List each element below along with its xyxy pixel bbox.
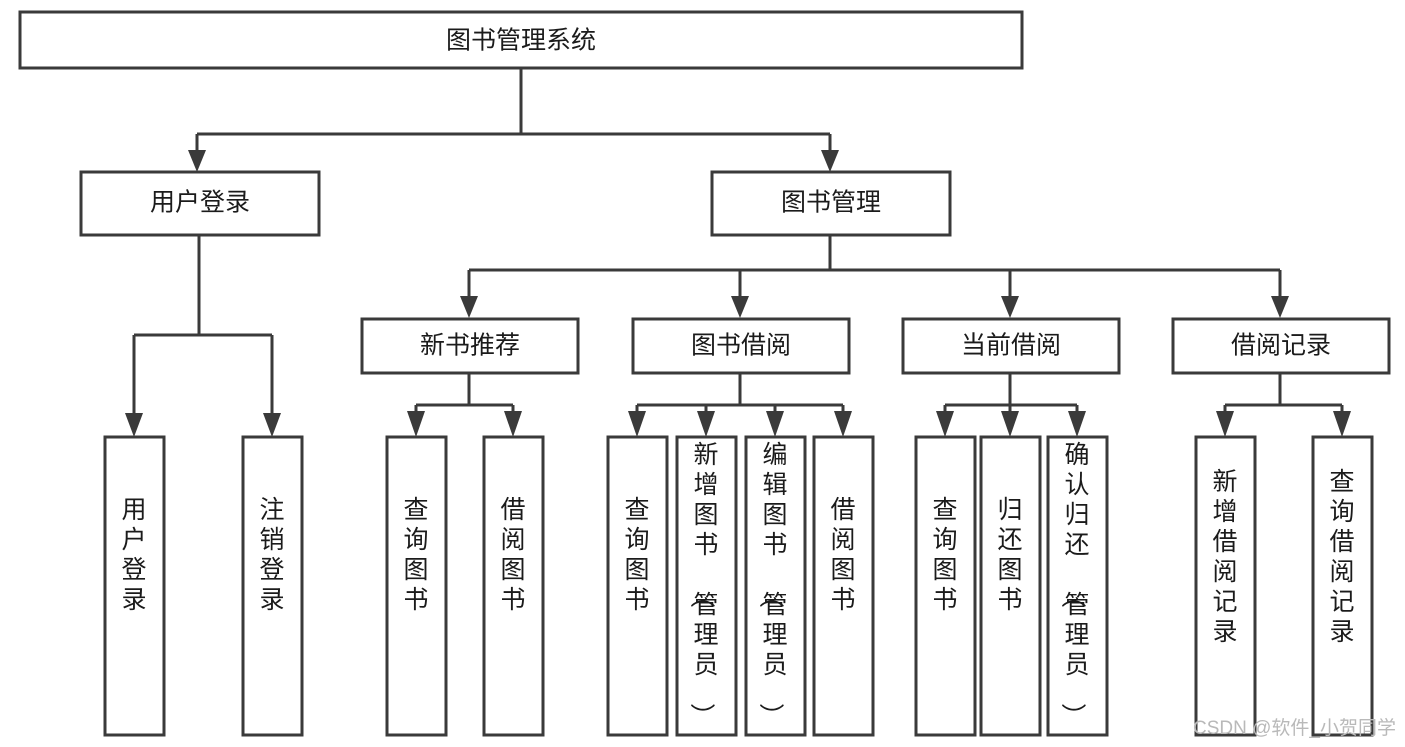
node-box-new-book-recommend[interactable] bbox=[360, 317, 580, 375]
node-leaf-borrow-book-2[interactable]: 借阅图书 bbox=[812, 435, 875, 737]
node-label-leaf-add-book: 新增图书（管理员） bbox=[687, 441, 718, 728]
node-box-leaf-add-borrow-record[interactable] bbox=[1194, 435, 1257, 737]
arrow-head-leaf-add-book bbox=[697, 411, 715, 437]
node-box-leaf-edit-book[interactable] bbox=[744, 435, 807, 737]
node-label-leaf-add-borrow-record: 新增借阅记录 bbox=[1212, 468, 1237, 646]
arrow-head-leaf-query-book-3 bbox=[936, 411, 954, 437]
node-leaf-query-book-3[interactable]: 查询图书 bbox=[914, 435, 977, 737]
node-box-book-borrow[interactable] bbox=[631, 317, 851, 375]
node-leaf-logout-login[interactable]: 注销登录 bbox=[241, 435, 304, 737]
node-label-leaf-user-login: 用户登录 bbox=[121, 496, 146, 614]
node-system-title[interactable]: 图书管理系统 bbox=[18, 10, 1024, 70]
node-box-system-title[interactable] bbox=[18, 10, 1024, 70]
node-label-leaf-borrow-book-1: 借阅图书 bbox=[500, 496, 525, 614]
node-box-leaf-borrow-book-2[interactable] bbox=[812, 435, 875, 737]
node-leaf-borrow-book-1[interactable]: 借阅图书 bbox=[482, 435, 545, 737]
node-leaf-confirm-return[interactable]: 确认归还（管理员） bbox=[1046, 435, 1109, 737]
node-box-leaf-add-book[interactable] bbox=[675, 435, 738, 737]
node-box-current-borrow[interactable] bbox=[901, 317, 1121, 375]
node-label-borrow-record: 借阅记录 bbox=[1231, 332, 1331, 360]
node-leaf-return-book[interactable]: 归还图书 bbox=[979, 435, 1042, 737]
node-box-book-management[interactable] bbox=[710, 170, 952, 237]
node-box-leaf-query-book-3[interactable] bbox=[914, 435, 977, 737]
node-label-current-borrow: 当前借阅 bbox=[961, 332, 1061, 360]
arrow-head-leaf-query-book-1 bbox=[407, 411, 425, 437]
arrow-head-leaf-borrow-book-2 bbox=[834, 411, 852, 437]
node-leaf-user-login[interactable]: 用户登录 bbox=[103, 435, 166, 737]
node-leaf-query-book-2[interactable]: 查询图书 bbox=[606, 435, 669, 737]
node-box-user-login[interactable] bbox=[79, 170, 321, 237]
arrow-head-borrow-record bbox=[1271, 296, 1289, 318]
arrow-head-leaf-logout-login bbox=[263, 413, 281, 437]
arrow-head-book-management bbox=[821, 150, 839, 172]
node-current-borrow[interactable]: 当前借阅 bbox=[901, 317, 1121, 375]
node-box-leaf-user-login[interactable] bbox=[103, 435, 166, 737]
node-label-user-login: 用户登录 bbox=[150, 189, 250, 217]
node-label-book-borrow: 图书借阅 bbox=[691, 332, 791, 360]
arrow-head-user-login bbox=[188, 150, 206, 172]
node-box-leaf-query-borrow-record[interactable] bbox=[1311, 435, 1374, 737]
node-label-leaf-return-book: 归还图书 bbox=[997, 496, 1022, 614]
node-label-system-title: 图书管理系统 bbox=[446, 27, 596, 55]
node-label-book-management: 图书管理 bbox=[781, 189, 881, 217]
node-box-leaf-query-book-1[interactable] bbox=[385, 435, 448, 737]
node-label-leaf-query-borrow-record: 查询借阅记录 bbox=[1329, 468, 1354, 646]
arrow-head-leaf-query-borrow-record bbox=[1333, 411, 1351, 437]
watermark-label: CSDN @软件_小贺同学 bbox=[1193, 717, 1396, 739]
node-box-leaf-query-book-2[interactable] bbox=[606, 435, 669, 737]
arrow-head-leaf-add-borrow-record bbox=[1216, 411, 1234, 437]
connector-layer bbox=[125, 68, 1351, 437]
arrow-head-current-borrow bbox=[1001, 296, 1019, 318]
arrow-head-leaf-query-book-2 bbox=[628, 411, 646, 437]
node-book-borrow[interactable]: 图书借阅 bbox=[631, 317, 851, 375]
node-box-leaf-return-book[interactable] bbox=[979, 435, 1042, 737]
node-box-leaf-confirm-return[interactable] bbox=[1046, 435, 1109, 737]
node-label-leaf-query-book-3: 查询图书 bbox=[932, 496, 957, 614]
arrow-head-leaf-user-login bbox=[125, 413, 143, 437]
arrow-head-leaf-borrow-book-1 bbox=[504, 411, 522, 437]
arrow-head-leaf-edit-book bbox=[766, 411, 784, 437]
node-borrow-record[interactable]: 借阅记录 bbox=[1171, 317, 1391, 375]
node-leaf-query-borrow-record[interactable]: 查询借阅记录 bbox=[1311, 435, 1374, 737]
node-user-login[interactable]: 用户登录 bbox=[79, 170, 321, 237]
arrow-head-new-book-recommend bbox=[460, 296, 478, 318]
arrow-head-book-borrow bbox=[731, 296, 749, 318]
node-box-leaf-borrow-book-1[interactable] bbox=[482, 435, 545, 737]
node-label-leaf-query-book-1: 查询图书 bbox=[403, 496, 428, 614]
arrow-head-leaf-return-book bbox=[1001, 411, 1019, 437]
node-label-new-book-recommend: 新书推荐 bbox=[420, 332, 520, 360]
node-label-leaf-borrow-book-2: 借阅图书 bbox=[830, 496, 855, 614]
node-label-leaf-logout-login: 注销登录 bbox=[259, 496, 284, 614]
node-label-leaf-confirm-return: 确认归还（管理员） bbox=[1058, 441, 1089, 728]
node-box-borrow-record[interactable] bbox=[1171, 317, 1391, 375]
node-new-book-recommend[interactable]: 新书推荐 bbox=[360, 317, 580, 375]
node-leaf-add-book[interactable]: 新增图书（管理员） bbox=[675, 435, 738, 737]
node-book-management[interactable]: 图书管理 bbox=[710, 170, 952, 237]
node-label-leaf-query-book-2: 查询图书 bbox=[624, 496, 649, 614]
node-leaf-edit-book[interactable]: 编辑图书（管理员） bbox=[744, 435, 807, 737]
node-leaf-add-borrow-record[interactable]: 新增借阅记录 bbox=[1194, 435, 1257, 737]
node-label-leaf-edit-book: 编辑图书（管理员） bbox=[756, 441, 787, 728]
node-leaf-query-book-1[interactable]: 查询图书 bbox=[385, 435, 448, 737]
arrow-head-leaf-confirm-return bbox=[1068, 411, 1086, 437]
node-box-leaf-logout-login[interactable] bbox=[241, 435, 304, 737]
